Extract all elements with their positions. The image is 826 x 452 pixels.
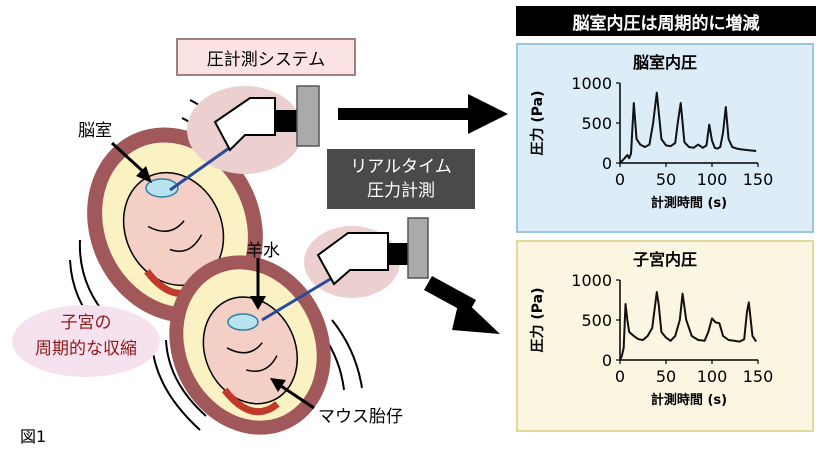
ventricle-ytick-label: 0: [602, 154, 612, 173]
realtime-label-line1: リアルタイム: [350, 157, 452, 177]
arrow-to-uterus-panel: [424, 276, 500, 334]
uterine-pressure-panel: 子宮内圧 0 500 1000 0 50 100 150 計測時間 (s) 圧力 (Pa): [516, 240, 814, 432]
arrow-to-ventricle-panel: [338, 94, 508, 134]
lower-needle: [261, 276, 333, 322]
ventricle-label: 脳室: [78, 121, 112, 141]
uterine-ytick-label: 1000: [571, 271, 612, 290]
uterine-y-axis-label: 圧力 (Pa): [529, 287, 546, 352]
uterine-series-line: [619, 291, 757, 361]
uterine-xtick-label: 150: [743, 367, 774, 386]
pointer-arrows: [110, 141, 315, 410]
realtime-measurement-box: リアルタイム 圧力計測: [327, 149, 475, 209]
uterine-xtick-label: 50: [656, 367, 676, 386]
ventricle-chart-title: 脳室内圧: [632, 53, 697, 72]
ventricle-xtick-label: 0: [615, 170, 625, 189]
ventricle-pressure-panel: 脳室内圧 0 500 1000 0 50 100 150 計測時間 (s) 圧力 (Pa): [516, 43, 814, 233]
uterine-xtick-label: 100: [697, 367, 728, 386]
ventricle-x-axis-label: 計測時間 (s): [651, 195, 727, 211]
contraction-line2: 周期的な収縮: [35, 339, 137, 359]
upper-uterus: [87, 127, 263, 323]
ventricle-xtick-label: 150: [743, 170, 774, 189]
amniotic-fluid-label: 羊水: [246, 241, 280, 261]
uterine-ytick-label: 500: [581, 311, 612, 330]
upper-needle: [169, 144, 233, 192]
mouse-fetus-label: マウス胎仔: [318, 407, 403, 427]
uterine-x-axis-label: 計測時間 (s): [651, 392, 727, 408]
uterine-chart-title: 子宮内圧: [632, 250, 697, 269]
uterine-chart: 0 500 1000 0 50 100 150 計測時間 (s) 圧力 (Pa): [529, 271, 774, 408]
ventricle-chart: 0 500 1000 0 50 100 150 計測時間 (s) 圧力 (Pa): [529, 74, 774, 211]
upper-sensor: [213, 85, 320, 152]
realtime-label-line2: 圧力計測: [367, 181, 435, 201]
uterine-ytick-label: 0: [602, 351, 612, 370]
ventricle-ytick-label: 500: [581, 114, 612, 133]
figure-number: 図1: [20, 427, 47, 446]
pressure-system-label: 圧計測システム: [176, 38, 356, 76]
ventricle-ytick-label: 1000: [571, 74, 612, 93]
contraction-line1: 子宮の: [60, 313, 112, 333]
ventricle-xtick-label: 100: [697, 170, 728, 189]
uterine-contraction-label: 子宮の 周期的な収縮: [12, 310, 160, 362]
ventricle-lower: [227, 313, 259, 331]
contraction-bubble: [12, 305, 160, 377]
ventricle-upper: [145, 178, 179, 198]
ventricle-xtick-label: 50: [656, 170, 676, 189]
ventricle-series-line: [619, 91, 757, 164]
ventricle-y-axis-label: 圧力 (Pa): [529, 90, 546, 155]
uterine-xtick-label: 0: [615, 367, 625, 386]
figure-title: 脳室内圧は周期的に増減: [516, 6, 816, 36]
lower-sensor: [316, 217, 429, 286]
